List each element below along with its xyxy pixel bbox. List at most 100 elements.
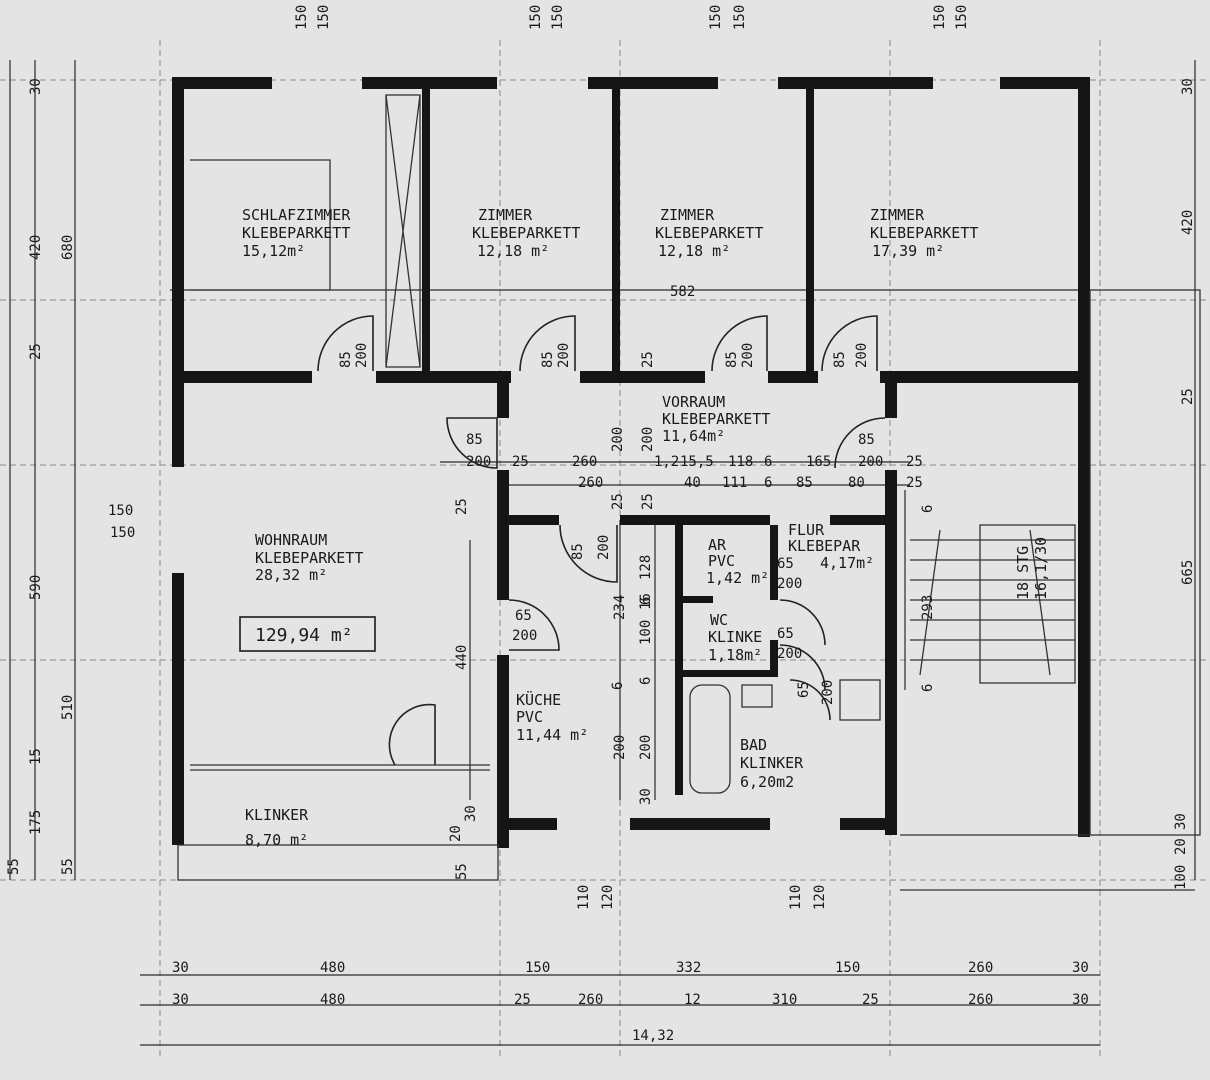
door-mark: 200 <box>556 343 572 368</box>
wc-name: WC <box>710 611 728 629</box>
wc-floor: KLINKE <box>708 628 762 646</box>
right-dim: 665 <box>1180 560 1196 585</box>
kitchen-door-dim: 200 <box>596 535 612 560</box>
row-a-dim: 200 <box>466 454 491 470</box>
room-labels: SCHLAFZIMMER KLEBEPARKETT 15,12m² ZIMMER… <box>239 206 1050 849</box>
thin-lines <box>177 94 1201 891</box>
bottom-total: 14,32 <box>632 1028 674 1044</box>
row-a-dim: 200 <box>858 454 883 470</box>
door-mark: 85 <box>338 351 354 368</box>
inner-v-dim: 100 <box>638 620 654 645</box>
wohnraum-name: WOHNRAUM <box>255 531 327 549</box>
inner-v-dim: 6 <box>638 597 654 605</box>
ar-floor: PVC <box>708 552 735 570</box>
inner-v-dim: 200 <box>638 735 654 760</box>
bottom-dim: 150 <box>525 960 550 976</box>
left-dim: 55 <box>60 858 76 875</box>
row-a-dim: 165 <box>806 454 831 470</box>
right-dim: 420 <box>1180 210 1196 235</box>
bottom-dim: 12 <box>684 992 701 1008</box>
outer-wall-right <box>1078 77 1090 837</box>
bottom-dim: 30 <box>172 992 189 1008</box>
kitchen-door-dim: 85 <box>570 543 586 560</box>
lower-dim: 55 <box>454 863 470 880</box>
zimmer1-area: 12,18 m² <box>477 242 549 260</box>
lower-dim: 110 <box>576 885 592 910</box>
left-dim: 590 <box>28 575 44 600</box>
wc-area: 1,18m² <box>708 646 762 664</box>
top-dim: 150 <box>550 5 566 30</box>
right-dim: 30 <box>1173 813 1189 830</box>
stair-dim: 6 <box>920 505 936 513</box>
bottom-dim: 480 <box>320 960 345 976</box>
door-mark: 85 <box>724 351 740 368</box>
door-mark: 200 <box>740 343 756 368</box>
kitchen-door-dim: 200 <box>512 628 537 644</box>
bottom-dim: 30 <box>1072 992 1089 1008</box>
vorraum-v-dim: 25 <box>610 493 626 510</box>
bottom-dim: 332 <box>676 960 701 976</box>
bottom-dim: 480 <box>320 992 345 1008</box>
bottom-dim: 310 <box>772 992 797 1008</box>
kitchen-door-dim: 65 <box>515 608 532 624</box>
lower-dim: 20 <box>448 825 464 842</box>
outer-wall-top-1 <box>172 77 272 89</box>
top-dim: 150 <box>732 5 748 30</box>
row-b-dim: 80 <box>848 475 865 491</box>
row-b-dim: 85 <box>796 475 813 491</box>
bad-floor: KLINKER <box>740 754 804 772</box>
dimension-labels: 150 150 150 150 150 150 150 150 30 420 6… <box>6 5 1196 1044</box>
klinker-name: KLINKER <box>245 806 309 824</box>
lower-dim: 110 <box>788 885 804 910</box>
small-door-dim: 200 <box>820 680 836 705</box>
bottom-dim: 30 <box>172 960 189 976</box>
outer-wall-left-2 <box>172 573 184 845</box>
row-b-dim: 260 <box>578 475 603 491</box>
row-b-dim: 25 <box>906 475 923 491</box>
door-mark: 200 <box>854 343 870 368</box>
row-b-dim: 6 <box>764 475 772 491</box>
bottom-dim: 25 <box>862 992 879 1008</box>
left-dim: 150 <box>108 503 133 519</box>
zimmer1-name: ZIMMER <box>478 206 533 224</box>
vorraum-floor: KLEBEPARKETT <box>662 410 770 428</box>
wohnraum-area: 28,32 m² <box>255 566 327 584</box>
lower-dim: 120 <box>600 885 616 910</box>
schlafzimmer-name: SCHLAFZIMMER <box>242 206 351 224</box>
top-dim: 150 <box>708 5 724 30</box>
ar-area: 1,42 m² <box>706 569 769 587</box>
door-swings <box>317 315 886 766</box>
inner-v-dim: 25 <box>454 498 470 515</box>
small-door-dim: 200 <box>777 576 802 592</box>
vorraum-name: VORRAUM <box>662 393 725 411</box>
total-area-box <box>239 616 376 652</box>
row-a-dim: 15,5 <box>680 454 714 470</box>
bottom-dim: 260 <box>578 992 603 1008</box>
bad-area: 6,20m2 <box>740 773 794 791</box>
left-dim: 150 <box>110 525 135 541</box>
row-a-dim: 85 <box>858 432 875 448</box>
flur-area: 4,17m² <box>820 554 874 572</box>
row-a-dim: 85 <box>466 432 483 448</box>
inner-v-dim: 440 <box>454 645 470 670</box>
kueche-floor: PVC <box>516 708 543 726</box>
inner-v-dim: 6 <box>610 682 626 690</box>
left-dim: 15 <box>28 748 44 765</box>
row-a-dim: 6 <box>764 454 772 470</box>
door-mark: 85 <box>540 351 556 368</box>
lower-dim: 30 <box>463 805 479 822</box>
row-a-dim: 118 <box>728 454 753 470</box>
kueche-name: KÜCHE <box>516 690 561 709</box>
inner-v-dim: 16 <box>638 593 654 610</box>
left-dim: 680 <box>60 235 76 260</box>
top-dim: 150 <box>294 5 310 30</box>
klinker-area: 8,70 m² <box>245 831 308 849</box>
schlafzimmer-floor: KLEBEPARKETT <box>242 224 350 242</box>
row-a-dim: 1,2 <box>654 454 679 470</box>
kueche-area: 11,44 m² <box>516 726 588 744</box>
stair-dim: 6 <box>920 684 936 692</box>
outer-wall-left-1 <box>172 77 184 467</box>
bottom-dim: 30 <box>1072 960 1089 976</box>
door-mark: 200 <box>354 343 370 368</box>
